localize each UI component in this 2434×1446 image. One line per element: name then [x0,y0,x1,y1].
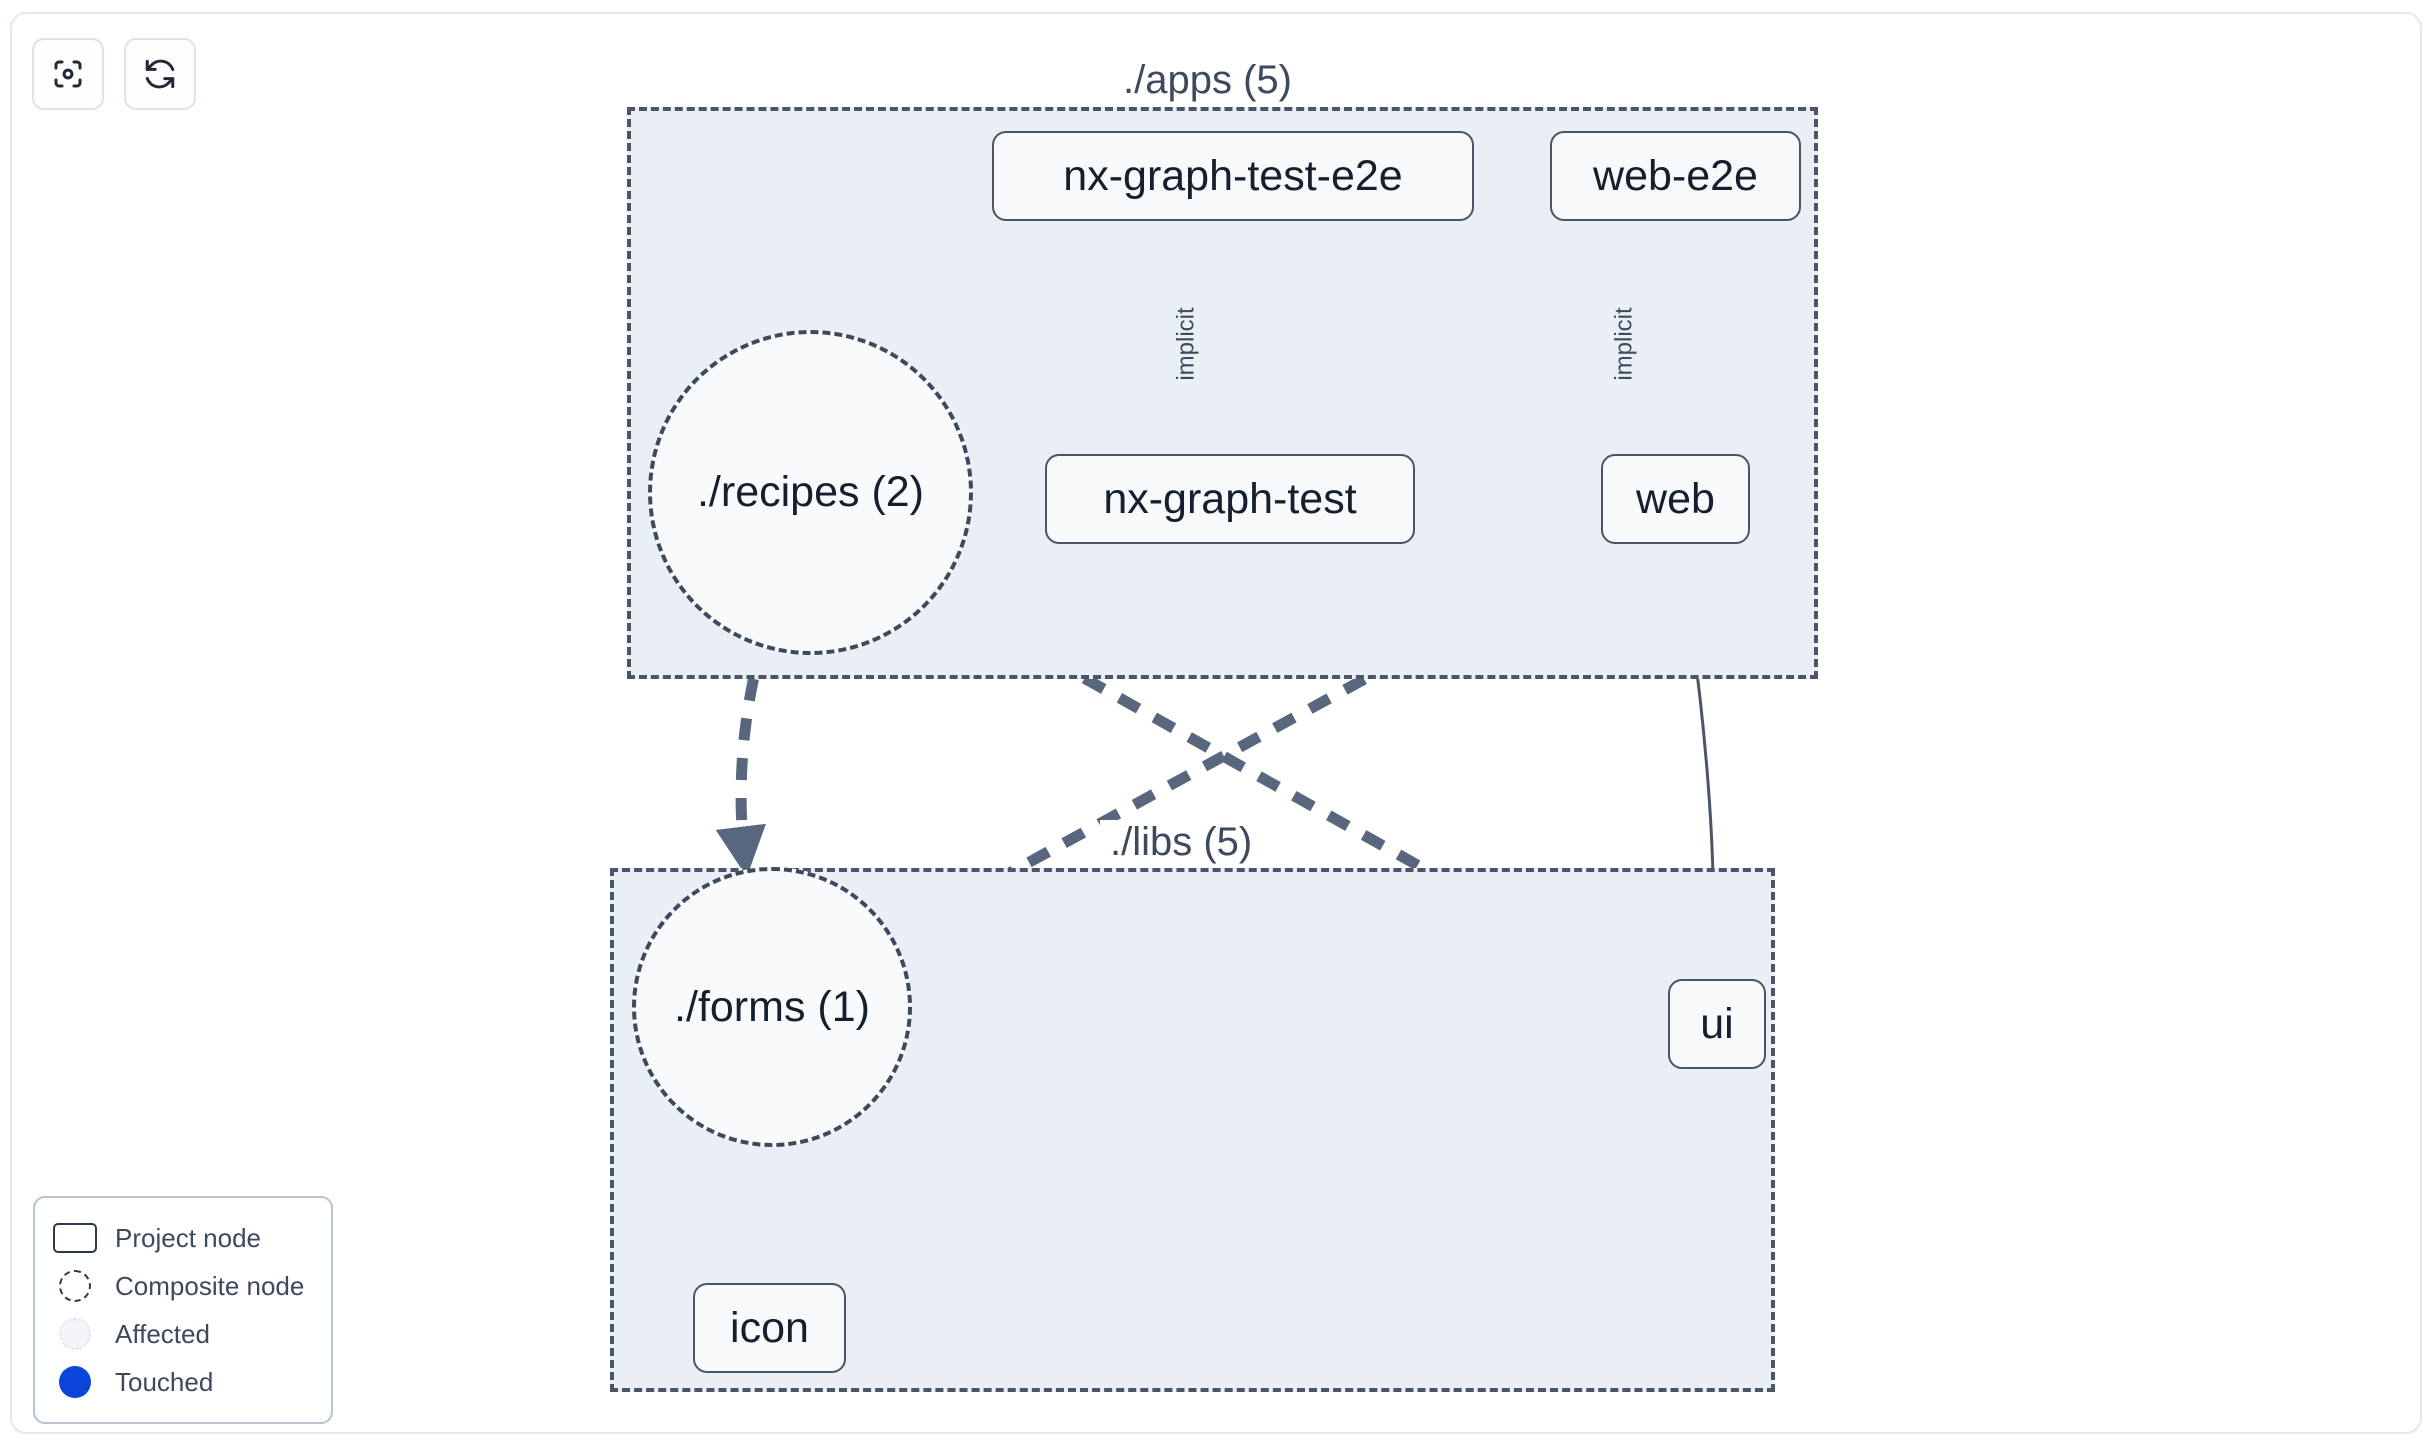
composite-node-forms-label: ./forms (1) [674,982,870,1031]
project-node-icon[interactable]: icon [693,1283,846,1373]
project-node-web-e2e-label: web-e2e [1593,151,1758,200]
project-node-web-e2e[interactable]: web-e2e [1550,131,1801,221]
legend-item-touched: Touched [53,1358,313,1406]
graph-legend: Project node Composite node Affected Tou… [33,1196,333,1424]
project-node-swatch-icon [53,1221,97,1255]
legend-item-affected: Affected [53,1310,313,1358]
legend-item-project-node: Project node [53,1214,313,1262]
composite-node-recipes-label: ./recipes (2) [696,468,924,516]
project-node-icon-label: icon [730,1303,809,1352]
project-node-nx-graph-test-e2e[interactable]: nx-graph-test-e2e [992,131,1474,221]
project-node-nx-graph-test-label: nx-graph-test [1103,474,1357,523]
project-node-web-label: web [1636,474,1715,523]
legend-label-project-node: Project node [115,1222,261,1253]
project-node-nx-graph-test[interactable]: nx-graph-test [1045,454,1415,544]
legend-label-composite-node: Composite node [115,1270,305,1301]
legend-label-touched: Touched [115,1366,214,1397]
viewfinder-focus-icon [50,56,86,92]
project-node-web[interactable]: web [1601,454,1750,544]
graph-toolbar [32,38,196,110]
legend-item-composite-node: Composite node [53,1262,313,1310]
group-label-libs: ./libs (5) [1100,820,1263,864]
project-node-ui-label: ui [1700,999,1734,1048]
group-label-apps: ./apps (5) [1113,58,1302,102]
refresh-graph-button[interactable] [124,38,196,110]
focus-graph-button[interactable] [32,38,104,110]
refresh-icon [142,56,178,92]
legend-label-affected: Affected [115,1318,210,1349]
composite-node-recipes[interactable]: ./recipes (2) [648,330,973,655]
affected-swatch-icon [53,1317,97,1351]
composite-node-swatch-icon [53,1269,97,1303]
composite-node-forms[interactable]: ./forms (1) [632,867,912,1147]
touched-swatch-icon [53,1365,97,1399]
project-node-ui[interactable]: ui [1668,979,1766,1069]
project-node-nx-graph-test-e2e-label: nx-graph-test-e2e [1063,151,1403,200]
